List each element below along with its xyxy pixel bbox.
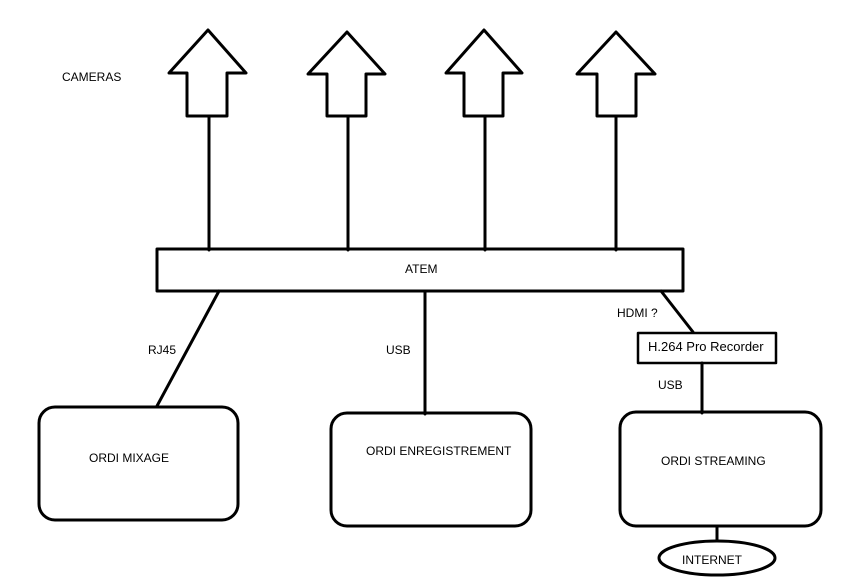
- internet-label: INTERNET: [682, 553, 742, 567]
- ordi-mixage-box: [37, 405, 240, 522]
- ordi-streaming-box: [618, 410, 823, 528]
- recorder-box: [636, 331, 778, 365]
- internet-ellipse: [657, 539, 777, 577]
- cameras-label: CAMERAS: [62, 70, 122, 84]
- ordi-mixage-label: ORDI MIXAGE: [89, 451, 170, 465]
- usb-left-label: USB: [386, 343, 411, 357]
- hdmi-label: HDMI ?: [617, 306, 658, 320]
- hdmi-line: [659, 289, 695, 334]
- atem-label: ATEM: [405, 262, 438, 276]
- camera-arrow-2: [306, 30, 387, 118]
- ordi-enregistrement-label: ORDI ENREGISTREMENT: [366, 444, 512, 458]
- ordi-enregistrement-box: [329, 411, 533, 528]
- recorder-label: H.264 Pro Recorder: [648, 339, 764, 354]
- camera-arrow-4: [575, 30, 657, 118]
- rj45-label: RJ45: [148, 343, 177, 357]
- rj45-line: [155, 289, 221, 408]
- ordi-streaming-label: ORDI STREAMING: [661, 454, 766, 468]
- camera-arrow-3: [444, 28, 524, 118]
- camera-arrow-1: [167, 28, 248, 118]
- usb-right-label: USB: [658, 378, 683, 392]
- atem-box: [155, 247, 685, 293]
